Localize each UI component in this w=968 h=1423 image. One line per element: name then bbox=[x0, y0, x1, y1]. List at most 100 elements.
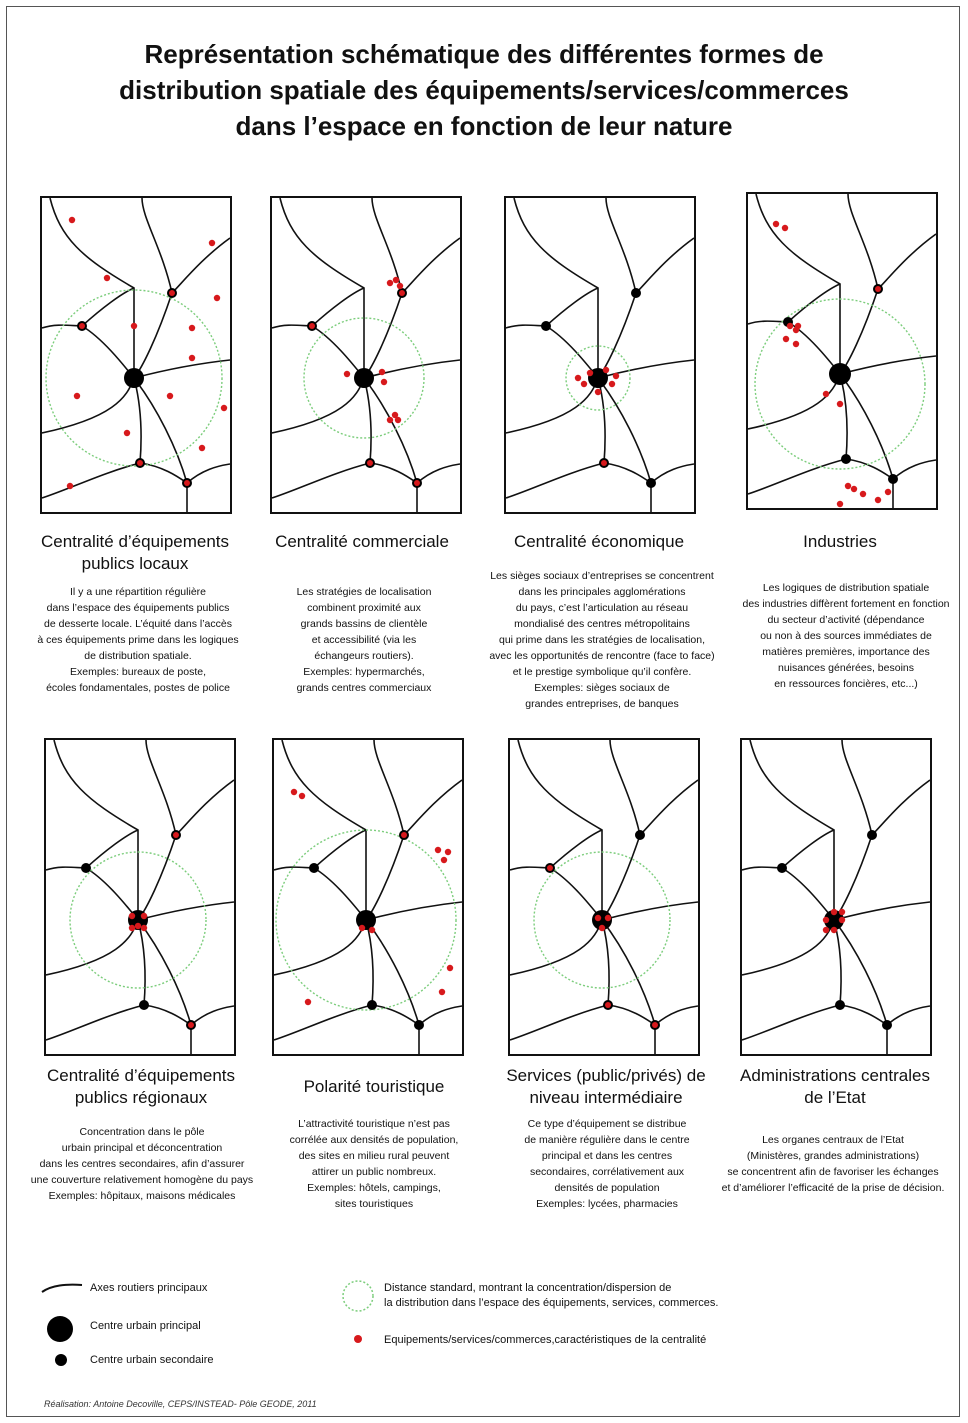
facility-point bbox=[123, 429, 131, 437]
schematic-map-6 bbox=[274, 740, 462, 1054]
facility-point bbox=[836, 500, 844, 508]
facility-point bbox=[391, 411, 399, 419]
road-axis bbox=[871, 779, 930, 836]
road-axis bbox=[748, 458, 894, 495]
road-axis bbox=[513, 198, 599, 378]
facility-point bbox=[140, 912, 148, 920]
legend-standard-distance-symbol bbox=[342, 1280, 374, 1312]
facility-point bbox=[440, 856, 448, 864]
road-axis bbox=[272, 462, 418, 499]
facility-point bbox=[781, 224, 789, 232]
road-axis bbox=[839, 355, 936, 375]
facility-point bbox=[188, 1022, 194, 1028]
road-axis bbox=[609, 740, 641, 836]
secondary-urban-center bbox=[541, 321, 551, 331]
schematic-map-1 bbox=[42, 198, 230, 512]
facility-point bbox=[602, 366, 610, 374]
road-axis bbox=[186, 463, 230, 484]
caption-panel-6: Polarité touristique bbox=[303, 1077, 445, 1096]
facility-point bbox=[378, 368, 386, 376]
legend-secondary-center-symbol bbox=[55, 1354, 67, 1366]
facility-point bbox=[598, 924, 606, 932]
facility-point bbox=[838, 908, 846, 916]
road-axis bbox=[755, 194, 841, 374]
secondary-urban-center bbox=[309, 863, 319, 873]
road-axis bbox=[601, 834, 641, 921]
map-panel-8 bbox=[740, 738, 932, 1056]
facility-point bbox=[304, 998, 312, 1006]
road-axis bbox=[839, 373, 848, 460]
facility-point bbox=[184, 480, 190, 486]
road-axis bbox=[416, 463, 460, 484]
facility-point bbox=[73, 392, 81, 400]
road-axis bbox=[363, 377, 418, 512]
road-axis bbox=[145, 740, 177, 836]
schematic-map-4 bbox=[748, 194, 936, 508]
road-axis bbox=[545, 287, 599, 327]
facility-point bbox=[844, 482, 852, 490]
facility-point bbox=[838, 916, 846, 924]
road-axis bbox=[847, 194, 879, 290]
map-panel-6 bbox=[272, 738, 464, 1056]
map-panel-5 bbox=[44, 738, 236, 1056]
road-axis bbox=[517, 740, 603, 920]
map-panel-7 bbox=[508, 738, 700, 1056]
facility-point bbox=[875, 286, 881, 292]
facility-point bbox=[79, 323, 85, 329]
road-axis bbox=[892, 459, 936, 480]
road-axis bbox=[175, 779, 234, 836]
road-axis bbox=[886, 1005, 930, 1026]
description-panel-3: Les sièges sociaux d’entreprises se conc… bbox=[489, 570, 715, 710]
standard-distance-circle bbox=[275, 829, 457, 1011]
secondary-urban-center bbox=[882, 1020, 892, 1030]
secondary-urban-center bbox=[635, 830, 645, 840]
road-axis bbox=[42, 377, 135, 434]
facility-point bbox=[782, 335, 790, 343]
facility-point bbox=[386, 416, 394, 424]
road-axis bbox=[506, 462, 652, 499]
facility-point bbox=[386, 279, 394, 287]
legend-secondary-center: Centre urbain secondaire bbox=[90, 1354, 214, 1366]
road-axis bbox=[141, 198, 173, 294]
secondary-urban-center bbox=[414, 1020, 424, 1030]
facility-point bbox=[188, 354, 196, 362]
facility-point bbox=[128, 924, 136, 932]
road-axis bbox=[365, 834, 405, 921]
map-panel-4 bbox=[746, 192, 938, 510]
standard-distance-circle bbox=[69, 851, 207, 989]
facility-point bbox=[394, 416, 402, 424]
facility-point bbox=[130, 322, 138, 330]
facility-point bbox=[586, 369, 594, 377]
road-axis bbox=[281, 740, 367, 920]
description-panel-1: Il y a une répartition régulière dans l’… bbox=[37, 586, 239, 694]
facility-point bbox=[830, 926, 838, 934]
road-axis bbox=[597, 359, 694, 379]
facility-point bbox=[213, 294, 221, 302]
road-axis bbox=[401, 237, 460, 294]
facility-point bbox=[792, 340, 800, 348]
legend-facilities: Equipements/services/commerces,caractéri… bbox=[384, 1334, 707, 1346]
road-axis bbox=[833, 901, 930, 921]
secondary-urban-center bbox=[777, 863, 787, 873]
road-axis bbox=[841, 740, 873, 836]
description-panel-2: Les stratégies de localisation combinent… bbox=[296, 586, 432, 694]
facility-point bbox=[612, 372, 620, 380]
road-axis bbox=[601, 901, 698, 921]
facility-point bbox=[140, 924, 148, 932]
caption-panel-7: Services (public/privés) de niveau inter… bbox=[506, 1066, 706, 1107]
road-axis bbox=[403, 779, 462, 836]
road-axis bbox=[510, 1004, 656, 1041]
standard-distance-circle bbox=[533, 851, 671, 989]
standard-distance-circle bbox=[754, 298, 926, 470]
title-line-1: Représentation schématique des différent… bbox=[144, 39, 824, 69]
description-panel-8: Les organes centraux de l’Etat (Ministèr… bbox=[721, 1134, 945, 1194]
facility-point bbox=[166, 392, 174, 400]
road-axis bbox=[833, 919, 888, 1054]
credit-line: Réalisation: Antoine Decoville, CEPS/INS… bbox=[44, 1399, 317, 1409]
secondary-urban-center bbox=[646, 478, 656, 488]
legend-roads: Axes routiers principaux bbox=[90, 1282, 208, 1294]
road-axis bbox=[635, 237, 694, 294]
road-axis bbox=[49, 198, 135, 378]
road-axis bbox=[279, 198, 365, 378]
facility-point bbox=[874, 496, 882, 504]
